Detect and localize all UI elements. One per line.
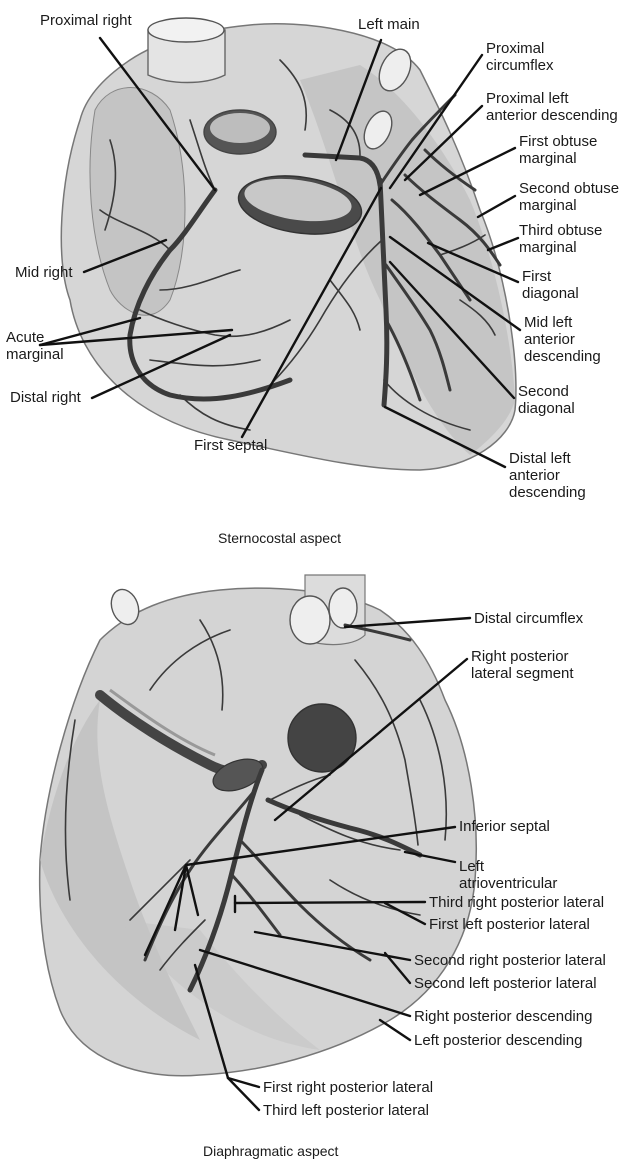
label-mid-right: Mid right (15, 264, 73, 281)
caption-sternocostal-aspect: Sternocostal aspect (218, 530, 341, 546)
label-right-posterior-lateral-segment: Right posterior lateral segment (471, 648, 574, 682)
label-distal-right: Distal right (10, 389, 81, 406)
label-first-left-posterior-lateral: First left posterior lateral (429, 916, 590, 933)
label-left-atrioventricular: Left atrioventricular (459, 858, 557, 892)
leader-third-right-posterior-lateral (235, 902, 425, 903)
label-first-obtuse-marginal: First obtuse marginal (519, 133, 597, 167)
label-acute-marginal: Acute marginal (6, 329, 64, 363)
label-second-obtuse-marginal: Second obtuse marginal (519, 180, 619, 214)
label-second-diagonal: Second diagonal (518, 383, 575, 417)
label-proximal-circumflex: Proximal circumflex (486, 40, 554, 74)
label-distal-circumflex: Distal circumflex (474, 610, 583, 627)
label-mid-lad: Mid left anterior descending (524, 314, 601, 365)
leader-left-posterior-descending (380, 1020, 410, 1040)
label-first-right-posterior-lateral: First right posterior lateral (263, 1079, 433, 1096)
label-third-obtuse-marginal: Third obtuse marginal (519, 222, 602, 256)
label-distal-lad: Distal left anterior descending (509, 450, 586, 501)
label-second-right-posterior-lateral: Second right posterior lateral (414, 952, 606, 969)
label-left-main: Left main (358, 16, 420, 33)
leader-second-obtuse-marginal (478, 196, 515, 217)
label-second-left-posterior-lateral: Second left posterior lateral (414, 975, 597, 992)
diaphragmatic-heart (40, 575, 477, 1076)
label-first-septal: First septal (194, 437, 267, 454)
label-first-diagonal: First diagonal (522, 268, 579, 302)
label-proximal-right: Proximal right (40, 12, 132, 29)
label-inferior-septal: Inferior septal (459, 818, 550, 835)
caption-diaphragmatic-aspect: Diaphragmatic aspect (203, 1143, 338, 1159)
label-third-right-posterior-lateral: Third right posterior lateral (429, 894, 604, 911)
sternocostal-heart (61, 18, 516, 470)
label-third-left-posterior-lateral: Third left posterior lateral (263, 1102, 429, 1119)
label-right-posterior-descending: Right posterior descending (414, 1008, 592, 1025)
label-left-posterior-descending: Left posterior descending (414, 1032, 582, 1049)
label-proximal-lad: Proximal left anterior descending (486, 90, 618, 124)
